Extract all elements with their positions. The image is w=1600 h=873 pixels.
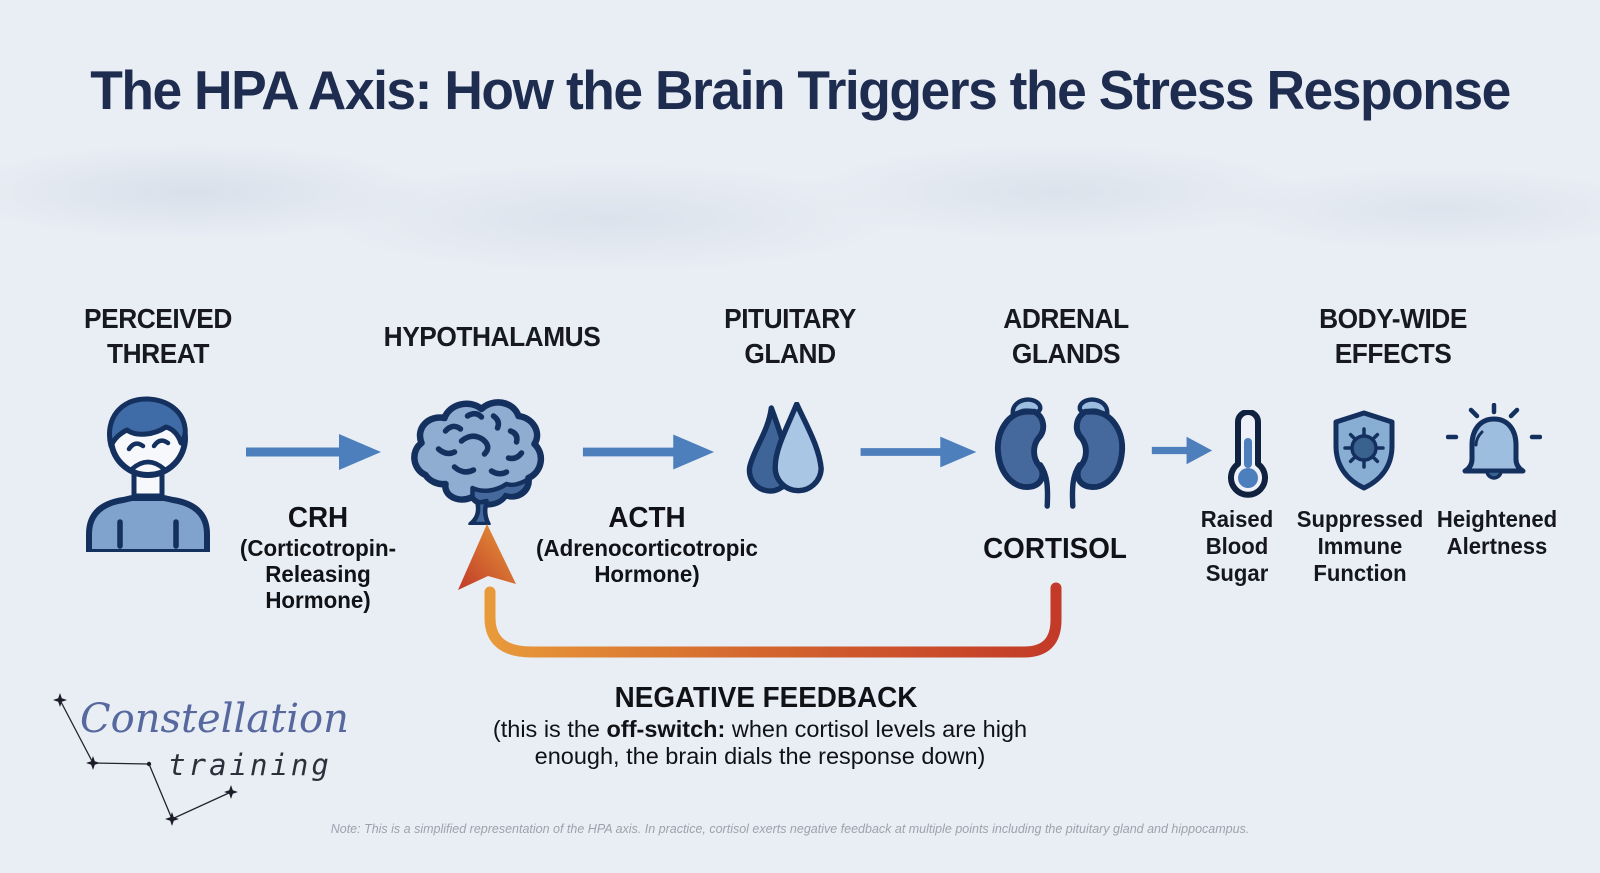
crh-fullname-line: (Corticotropin- <box>239 535 397 561</box>
acth-abbr: ACTH <box>608 502 686 534</box>
cortisol-label: CORTISOL <box>983 533 1127 565</box>
negative-feedback-desc: (this is the off-switch: when cortisol l… <box>470 716 1050 770</box>
stage-header-body-wide-effects: BODY-WIDE EFFECTS <box>1319 303 1467 369</box>
arrow-right-icon <box>860 436 977 468</box>
stage-header-pituitary-gland: PITUITARY GLAND <box>724 303 856 369</box>
stage-header-adrenal-glands: ADRENAL GLANDS <box>1003 303 1129 369</box>
brand-script: Constellation <box>80 696 349 742</box>
crh-fullname-line: Releasing <box>265 561 371 587</box>
stage-header-perceived-threat: PERCEIVED THREAT <box>84 303 232 369</box>
thermometer-icon <box>1228 410 1268 498</box>
effect-caption-suppressed-immune: Suppressed Immune Function <box>1296 506 1424 586</box>
arrow-right-icon <box>582 434 715 470</box>
constellation-lines-icon <box>53 693 238 826</box>
adrenal-glands-icon <box>994 397 1126 509</box>
acth-fullname-line: (Adrenocorticotropic <box>536 535 758 561</box>
alert-bell-icon <box>1446 403 1542 480</box>
acth-fullname-line: Hormone) <box>594 561 700 587</box>
effect-caption-heightened-alertness: Heightened Alertness <box>1436 506 1558 559</box>
arrow-right-icon <box>246 434 381 470</box>
crh-fullname-line: Hormone) <box>265 587 371 613</box>
acth-label: ACTH (Adrenocorticotropic Hormone) <box>527 502 767 587</box>
feedback-desc-prefix: (this is the <box>492 716 607 742</box>
page-title: The HPA Axis: How the Brain Triggers the… <box>90 59 1511 121</box>
crh-label: CRH (Corticotropin- Releasing Hormone) <box>208 502 428 613</box>
effect-caption-raised-blood-sugar: Raised Blood Sugar <box>1200 506 1274 586</box>
footnote: Note: This is a simplified representatio… <box>330 822 1250 836</box>
stage-header-hypothalamus: HYPOTHALAMUS <box>383 320 601 352</box>
off-switch-bold: off-switch: <box>606 716 726 742</box>
worried-person-icon <box>86 396 210 552</box>
crh-abbr: CRH <box>287 502 349 534</box>
feedback-curve-arrow-icon <box>458 524 1062 658</box>
brain-icon <box>411 399 545 525</box>
feedback-desc-suffix: when cortisol levels are high enough, th… <box>534 716 1028 769</box>
shield-virus-icon <box>1333 410 1395 491</box>
brand-sub: training <box>168 748 332 782</box>
pituitary-gland-icon <box>746 402 824 494</box>
negative-feedback-title: NEGATIVE FEEDBACK <box>614 682 918 714</box>
arrow-right-icon <box>1151 436 1213 465</box>
